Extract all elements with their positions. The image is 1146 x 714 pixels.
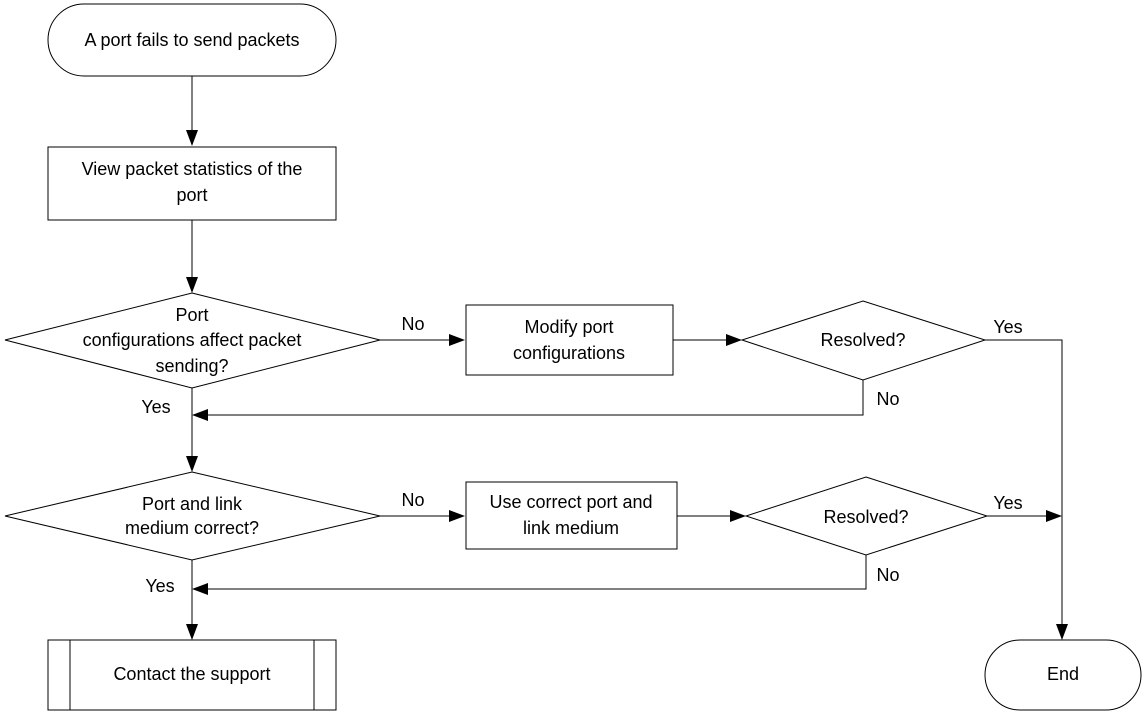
end-label: End xyxy=(1047,664,1079,684)
arrowhead xyxy=(186,277,198,293)
edge-label-resolved-1-yes: Yes xyxy=(993,317,1022,337)
edge-label-config-no: No xyxy=(401,314,424,334)
end-terminator xyxy=(984,639,1142,711)
arrowhead xyxy=(192,409,208,421)
modify-config-label: configurations xyxy=(513,343,625,363)
view-stats-label: View packet statistics of the xyxy=(82,159,303,179)
edge-label-resolved-2-no: No xyxy=(876,565,899,585)
arrowhead xyxy=(1046,510,1062,522)
contact-support-box xyxy=(47,639,337,711)
edge-label-config-yes: Yes xyxy=(141,397,170,417)
use-medium-box xyxy=(465,481,678,550)
connector-resolved-2-no xyxy=(205,555,867,590)
resolved-2-label: Resolved? xyxy=(823,507,908,527)
decision-config-label: sending? xyxy=(155,356,228,376)
modify-config-box xyxy=(465,304,674,376)
resolved-2-diamond xyxy=(744,476,989,556)
decision-medium-diamond xyxy=(4,471,381,561)
arrowhead xyxy=(186,624,198,640)
arrowhead xyxy=(1056,624,1068,640)
use-medium-label: Use correct port and xyxy=(489,492,652,512)
contact-support-label: Contact the support xyxy=(113,664,270,684)
start-terminator xyxy=(47,3,337,77)
resolved-1-label: Resolved? xyxy=(820,330,905,350)
edge-label-medium-no: No xyxy=(401,490,424,510)
arrowhead xyxy=(186,456,198,472)
arrowhead xyxy=(730,510,746,522)
edge-label-medium-yes: Yes xyxy=(145,576,174,596)
decision-config-label: configurations affect packet xyxy=(83,330,302,350)
edge-label-resolved-1-no: No xyxy=(876,389,899,409)
arrowhead xyxy=(449,510,465,522)
start-label: A port fails to send packets xyxy=(84,30,299,50)
use-medium-label: link medium xyxy=(523,518,619,538)
arrowhead xyxy=(186,130,198,146)
view-stats-box xyxy=(47,146,337,221)
arrowhead xyxy=(192,583,208,595)
decision-config-label: Port xyxy=(175,305,208,325)
resolved-1-diamond xyxy=(740,300,987,381)
arrowhead xyxy=(726,334,742,346)
connector-resolved-1-yes xyxy=(985,339,1063,628)
arrowhead xyxy=(449,334,465,346)
modify-config-label: Modify port xyxy=(524,317,613,337)
decision-config-diamond xyxy=(4,292,381,389)
view-stats-label: port xyxy=(176,185,207,205)
edge-label-resolved-2-yes: Yes xyxy=(993,493,1022,513)
decision-medium-label: Port and link xyxy=(142,494,243,514)
connector-resolved-1-no xyxy=(205,380,864,416)
decision-medium-label: medium correct? xyxy=(125,518,259,538)
